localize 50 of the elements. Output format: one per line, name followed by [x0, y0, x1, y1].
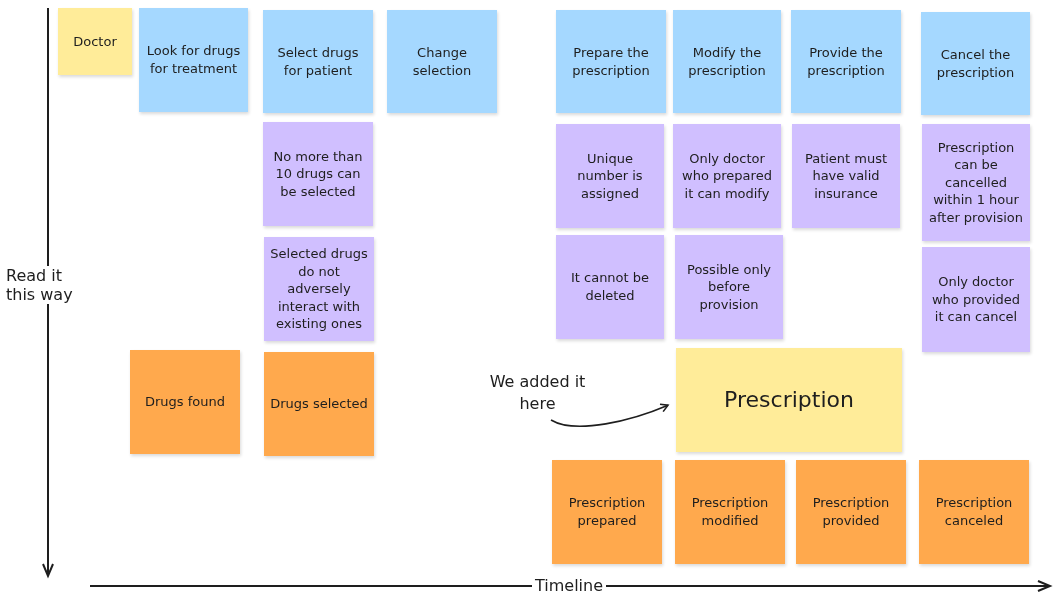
sticky-note [263, 10, 373, 113]
sticky-note [675, 460, 785, 564]
note-text: Provide the prescription [806, 43, 886, 80]
sticky-note [387, 10, 497, 113]
sticky-note [921, 12, 1030, 115]
note-text: No more than 10 drugs can be selected [272, 147, 364, 201]
sticky-note [556, 10, 666, 113]
sticky-note [675, 235, 783, 339]
sticky-note [264, 237, 374, 341]
note-text: Prescription modified [690, 494, 770, 530]
sticky-note [130, 350, 240, 454]
sticky-note [676, 348, 902, 452]
note-text: Only doctor who prepared it can modify [681, 149, 773, 203]
annotation-text: We added it here [488, 371, 587, 415]
sticky-note [673, 124, 781, 228]
curved-arrow [550, 403, 669, 427]
sticky-note [552, 460, 662, 564]
sticky-note [58, 8, 132, 75]
note-text: Cancel the prescription [935, 45, 1016, 82]
note-text: Drugs selected [270, 395, 368, 413]
note-text: Unique number is assigned [576, 149, 644, 203]
note-text: Drugs found [145, 393, 225, 411]
sticky-note [556, 124, 664, 228]
note-text: Prescription [724, 386, 854, 415]
sticky-note [139, 8, 248, 112]
note-text: It cannot be deleted [569, 269, 651, 305]
note-text: Prescription canceled [934, 494, 1014, 530]
sticky-note [922, 124, 1030, 241]
note-text: Doctor [73, 32, 117, 51]
sticky-note [791, 10, 901, 113]
note-text: Modify the prescription [687, 43, 767, 80]
note-text: Only doctor who provided it can cancel [931, 273, 1021, 326]
sticky-note [919, 460, 1029, 564]
note-text: Possible only before provision [686, 260, 772, 314]
note-text: Change selection [411, 43, 473, 80]
sticky-note [796, 460, 906, 564]
note-text: Prepare the prescription [571, 43, 651, 80]
note-text: Prescription can be cancelled within 1 hour after provision [927, 138, 1024, 227]
sticky-note [792, 124, 900, 228]
sticky-note [264, 352, 374, 456]
sticky-note [922, 247, 1030, 352]
sticky-note [673, 10, 781, 113]
note-text: Patient must have valid insurance [803, 149, 889, 203]
note-text: Look for drugs for treatment [145, 42, 242, 78]
note-text: Prescription provided [811, 494, 891, 530]
note-text: Select drugs for patient [276, 43, 360, 80]
note-text: Selected drugs do not adversely interact with existing ones [269, 245, 369, 333]
sticky-note [263, 122, 373, 226]
note-text: Prescription prepared [567, 494, 647, 530]
sticky-note [556, 235, 664, 339]
